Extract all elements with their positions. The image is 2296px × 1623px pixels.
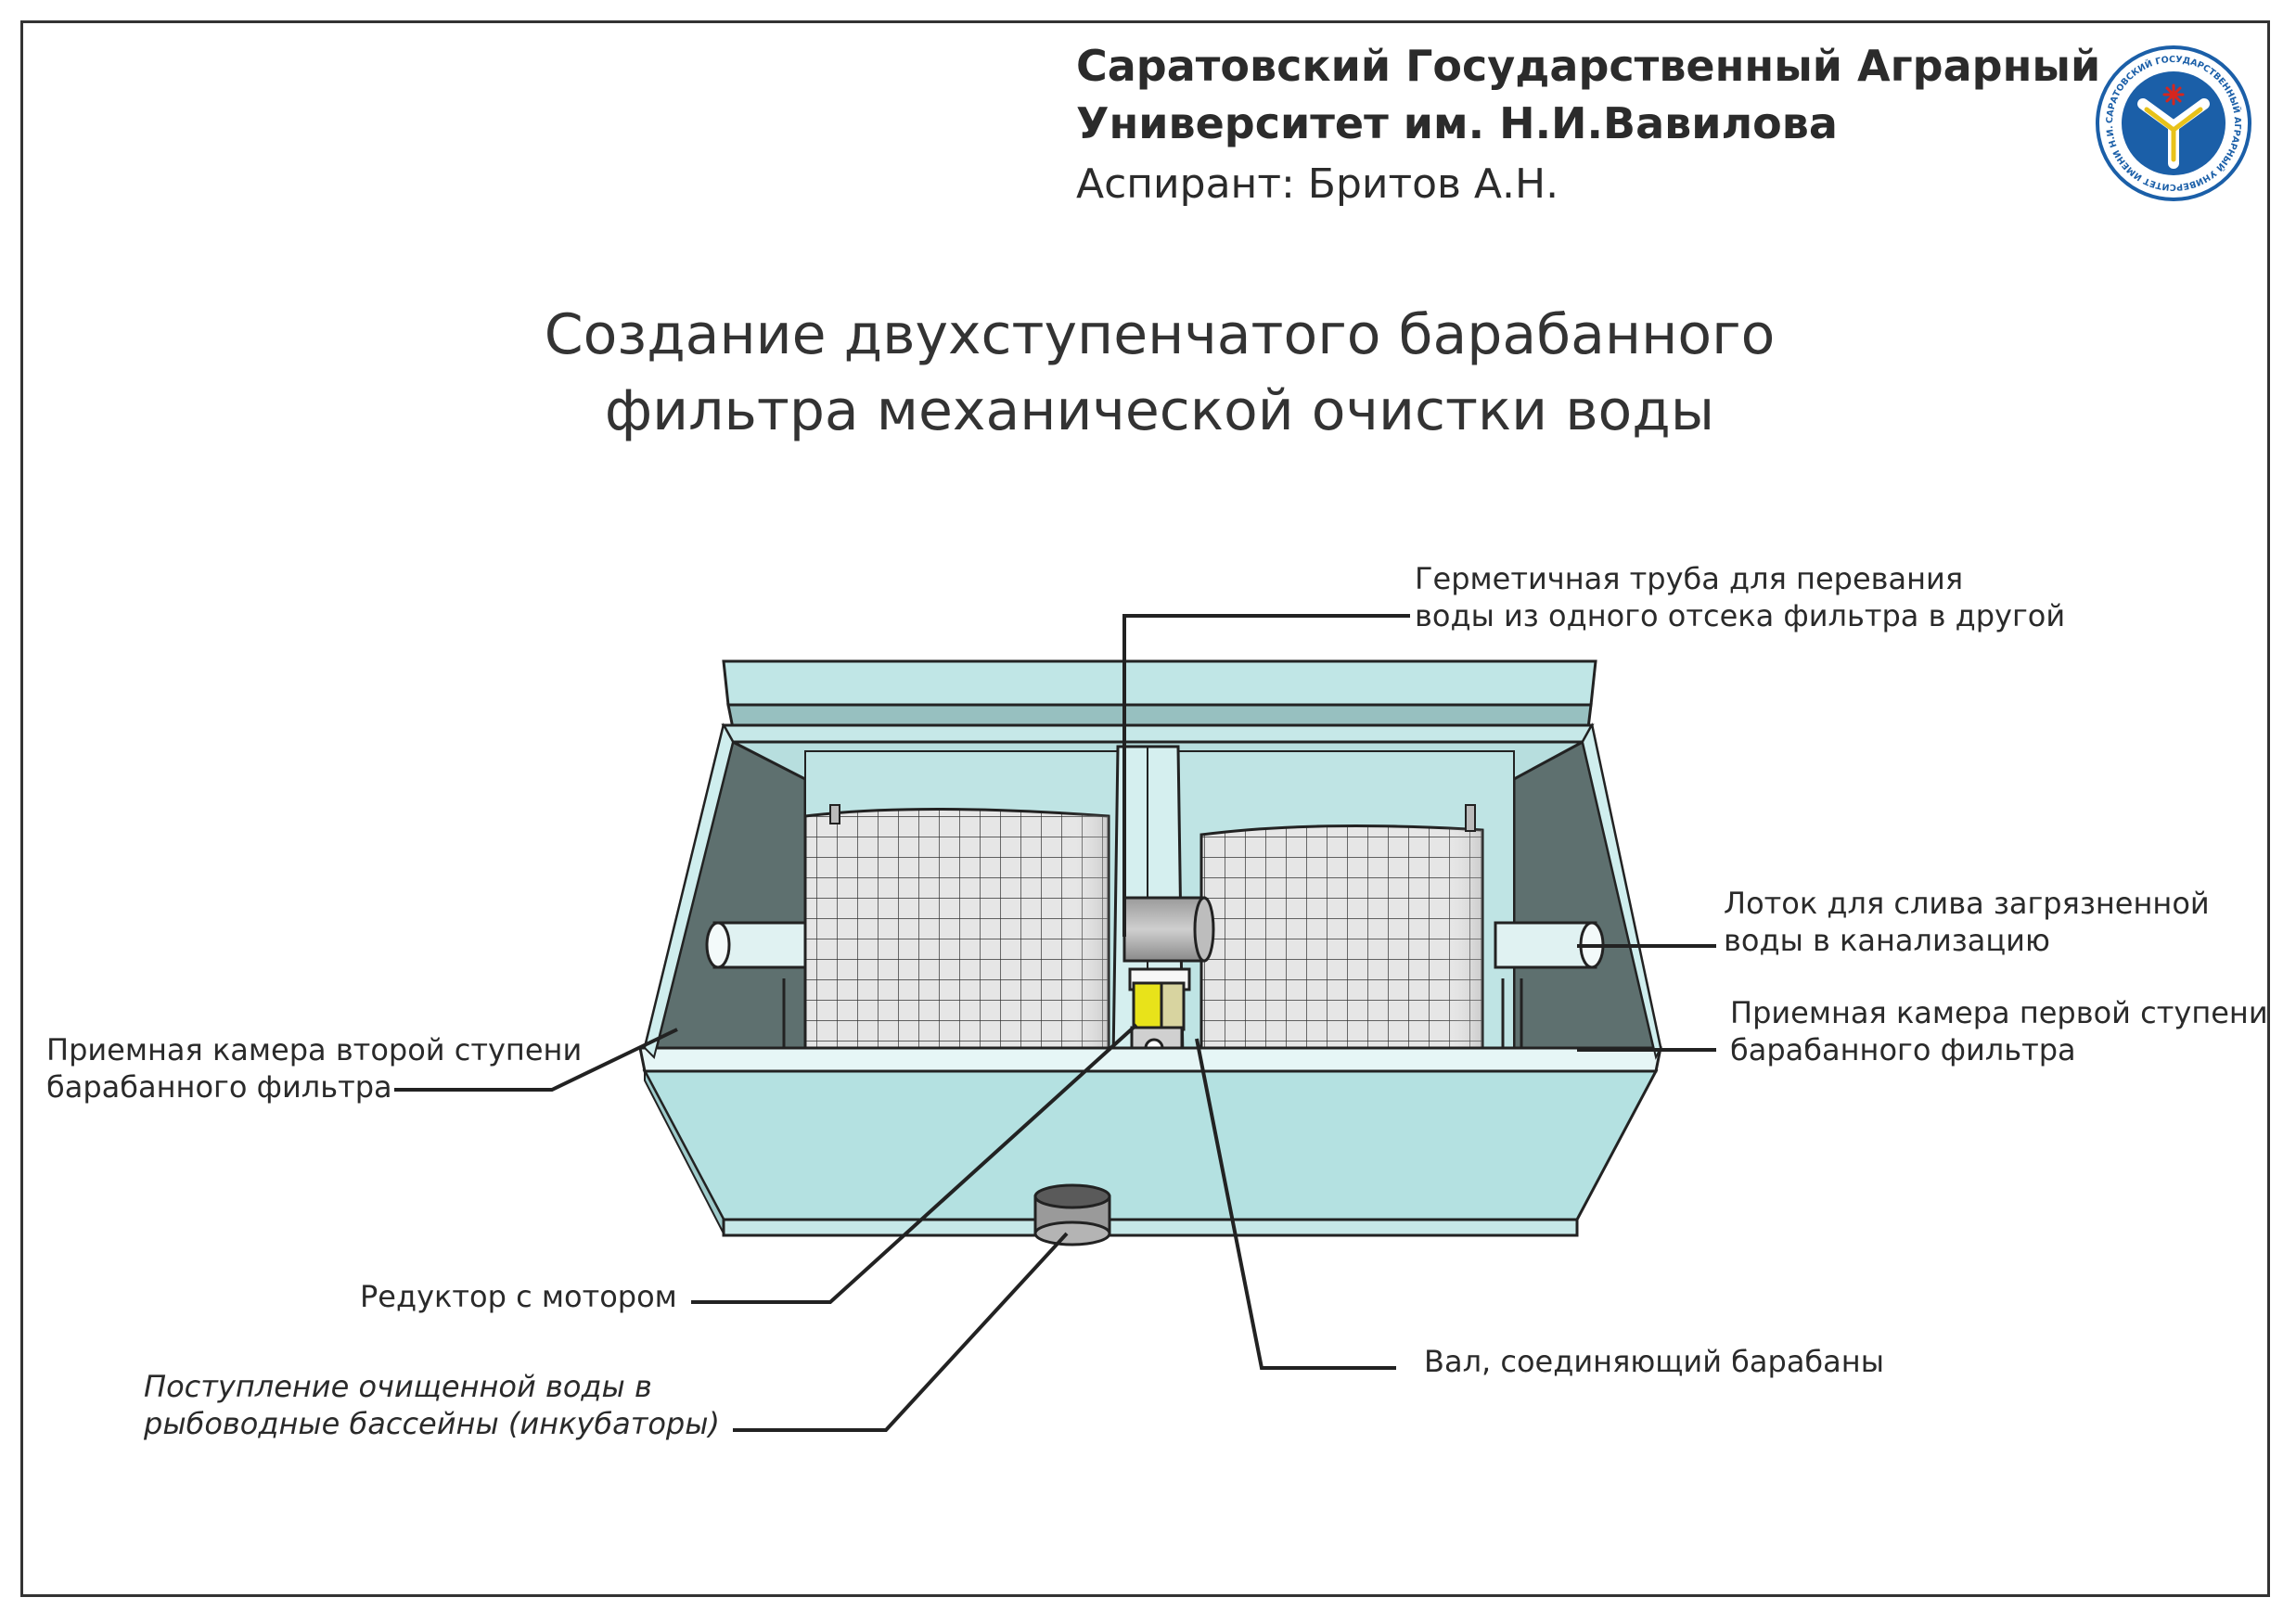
poster-frame xyxy=(20,20,2270,1597)
clean-water-outlet xyxy=(1033,1183,1111,1246)
title-line2: фильтра механической очистки воды xyxy=(604,378,1715,443)
label-outlet: Поступление очищенной воды в рыбоводные … xyxy=(144,1369,720,1441)
title-line1: Создание двухступенчатого барабанного xyxy=(544,302,1776,367)
label-gearbox: Редуктор с мотором xyxy=(360,1279,677,1314)
author-name: Аспирант: Бритов А.Н. xyxy=(1076,160,1559,208)
label-first-stage: Приемная камера первой ступени барабанно… xyxy=(1730,995,2268,1067)
tank-front-wall xyxy=(642,722,1662,1237)
label-drain-tray: Лоток для слива загрязненной воды в кана… xyxy=(1724,886,2210,958)
leader-sealed-pipe xyxy=(1122,614,1410,937)
leader-gearbox xyxy=(691,1023,1138,1304)
leader-second-stage xyxy=(394,1028,678,1092)
leader-shaft xyxy=(1195,1038,1396,1370)
university-name-line2: Университет им. Н.И.Вавилова xyxy=(1076,98,1838,148)
left-axle-pipe xyxy=(705,921,818,969)
leader-lines xyxy=(394,614,1716,1432)
right-drum xyxy=(1199,804,1484,1059)
header: Саратовский Государственный Аграрный Уни… xyxy=(1076,37,2100,217)
tank-lid xyxy=(722,659,1597,730)
label-shaft: Вал, соединяющий барабаны xyxy=(1424,1344,1884,1379)
university-emblem-icon: САРАТОВСКИЙ ГОСУДАРСТВЕННЫЙ АГРАРНЫЙ УНИ… xyxy=(2095,45,2251,201)
label-sealed-pipe: Герметичная труба для перевания воды из … xyxy=(1415,561,2066,633)
poster-title: Создание двухступенчатого барабанного фи… xyxy=(371,297,1948,449)
left-drum xyxy=(803,804,1110,1059)
label-second-stage: Приемная камера второй ступени барабанно… xyxy=(46,1032,583,1105)
university-name-line1: Саратовский Государственный Аграрный xyxy=(1076,41,2101,91)
sealed-transfer-pipe xyxy=(1122,896,1215,963)
gearbox-motor xyxy=(1128,967,1191,1058)
leader-outlet xyxy=(733,1232,1069,1432)
